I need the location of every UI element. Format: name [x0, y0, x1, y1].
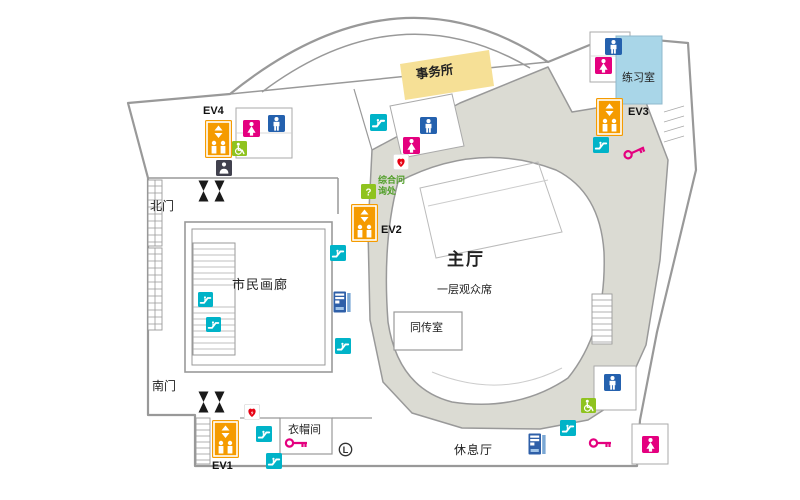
escalator-icon	[198, 292, 213, 307]
female-icon	[642, 436, 659, 453]
ev4-label: EV4	[203, 105, 224, 117]
accessible-icon	[232, 141, 247, 156]
practice-room-label: 练习室	[622, 72, 655, 84]
female-icon	[403, 137, 420, 154]
ev4-elevator-icon	[205, 120, 232, 158]
interpretation-room-label: 同传室	[410, 322, 443, 334]
ev3-elevator-icon	[596, 98, 623, 136]
info-desk-label-line1: 综合问	[378, 175, 406, 185]
door-icon	[214, 180, 225, 202]
door-icon	[214, 391, 225, 413]
svg-text:L: L	[343, 445, 349, 455]
door-icon	[198, 391, 209, 413]
vending-icon	[528, 433, 546, 455]
door-icon	[198, 180, 209, 202]
info-desk-label-line2: 询处	[378, 186, 397, 196]
key-icon	[621, 141, 648, 162]
cloakroom-label: 衣帽间	[288, 424, 321, 436]
main-hall-label: 主厅	[447, 250, 485, 269]
lounge-label: 休息厅	[454, 443, 494, 457]
service-icon	[216, 160, 232, 176]
escalator-icon	[266, 453, 282, 469]
escalator-icon	[370, 114, 387, 131]
escalator-icon	[206, 317, 221, 332]
ev2-label: EV2	[381, 224, 402, 236]
aed-icon	[393, 154, 409, 170]
male-icon	[605, 38, 622, 55]
escalator-icon	[330, 245, 346, 261]
ev1-elevator-icon	[212, 420, 239, 458]
gallery-label: 市民画廊	[232, 277, 289, 292]
locker-icon: L	[338, 442, 353, 457]
male-icon	[268, 115, 285, 132]
info-icon: ?	[361, 184, 376, 199]
escalator-icon	[593, 137, 609, 153]
female-icon	[243, 120, 260, 137]
ev1-label: EV1	[212, 460, 233, 472]
key-icon	[588, 437, 612, 449]
north-gate-label: 北门	[150, 199, 175, 213]
aed-icon	[244, 404, 260, 420]
male-icon	[604, 374, 621, 391]
audience-seats-label: 一层观众席	[437, 284, 492, 296]
male-icon	[420, 117, 437, 134]
escalator-icon	[335, 338, 351, 354]
ev3-label: EV3	[628, 106, 649, 118]
female-icon	[595, 57, 612, 74]
accessible-icon	[581, 398, 596, 413]
south-gate-label: 南门	[152, 379, 177, 393]
ev2-elevator-icon	[351, 204, 378, 242]
escalator-icon	[560, 420, 576, 436]
vending-icon	[333, 291, 351, 313]
svg-text:?: ?	[366, 187, 372, 198]
escalator-icon	[256, 426, 272, 442]
key-icon	[284, 437, 308, 449]
